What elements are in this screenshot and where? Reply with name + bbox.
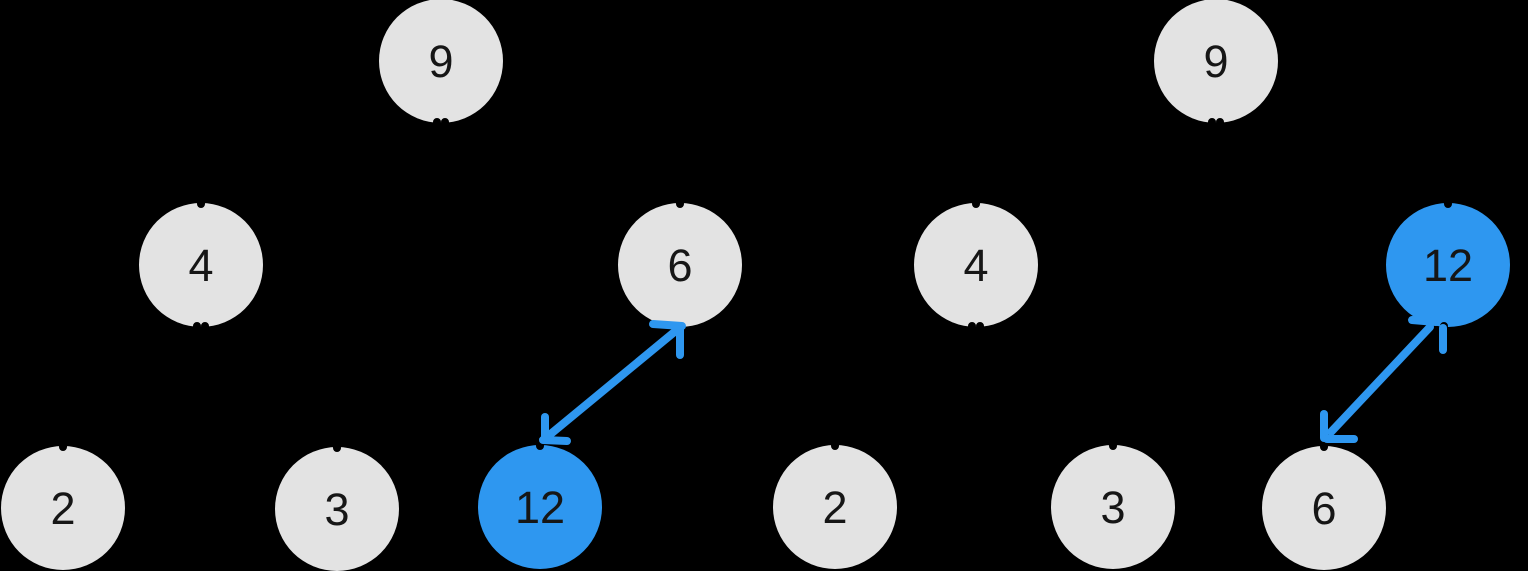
node-label-2: 2 <box>50 483 75 534</box>
tree-edge-4-3 <box>976 322 1117 450</box>
node-label-4: 4 <box>963 240 988 291</box>
highlighted-node-circle-12 <box>478 445 602 569</box>
node-circle-9 <box>379 0 503 123</box>
node-label-9: 9 <box>428 36 453 87</box>
node-label-12: 12 <box>515 482 565 533</box>
node-label-3: 3 <box>1100 482 1125 533</box>
tree-edge-9-12 <box>1216 118 1452 208</box>
node-circle-2 <box>1 446 125 570</box>
node-label-3: 3 <box>324 484 349 535</box>
tree-edge-9-4 <box>972 118 1216 208</box>
swap-arrow-barb <box>649 320 686 330</box>
tree-before-swap: 9 4 6 2 3 12 <box>1 0 742 571</box>
node-circle-4 <box>139 203 263 327</box>
node-label-6: 6 <box>1311 483 1336 534</box>
tree-edge-4-2 <box>59 322 201 451</box>
node-label-4: 4 <box>188 240 213 291</box>
swap-arrow-shaft <box>1327 323 1434 436</box>
tree-after-swap: 9 4 12 2 3 6 <box>773 0 1510 570</box>
node-label-2: 2 <box>822 482 847 533</box>
tree-edge-4-3 <box>201 322 341 452</box>
swap-arrow-after-swap <box>1320 316 1447 443</box>
node-circle-3 <box>275 447 399 571</box>
tree-edge-4-2 <box>831 322 976 450</box>
node-circle-9 <box>1154 0 1278 123</box>
swap-arrow-barb <box>539 436 571 445</box>
swap-arrow-before-swap <box>539 320 686 445</box>
node-circle-6 <box>618 203 742 327</box>
swap-arrow-shaft <box>543 325 682 441</box>
tree-edge-12-6 <box>1320 322 1448 451</box>
node-label-6: 6 <box>667 240 692 291</box>
node-label-12: 12 <box>1423 240 1473 291</box>
highlighted-node-circle-12 <box>1386 203 1510 327</box>
tree-edge-9-6 <box>441 118 684 208</box>
node-circle-2 <box>773 445 897 569</box>
node-label-9: 9 <box>1203 36 1228 87</box>
node-circle-6 <box>1262 446 1386 570</box>
node-circle-4 <box>914 203 1038 327</box>
tree-edge-9-4 <box>197 118 441 208</box>
swap-arrow-barb <box>1408 316 1440 326</box>
node-circle-3 <box>1051 445 1175 569</box>
